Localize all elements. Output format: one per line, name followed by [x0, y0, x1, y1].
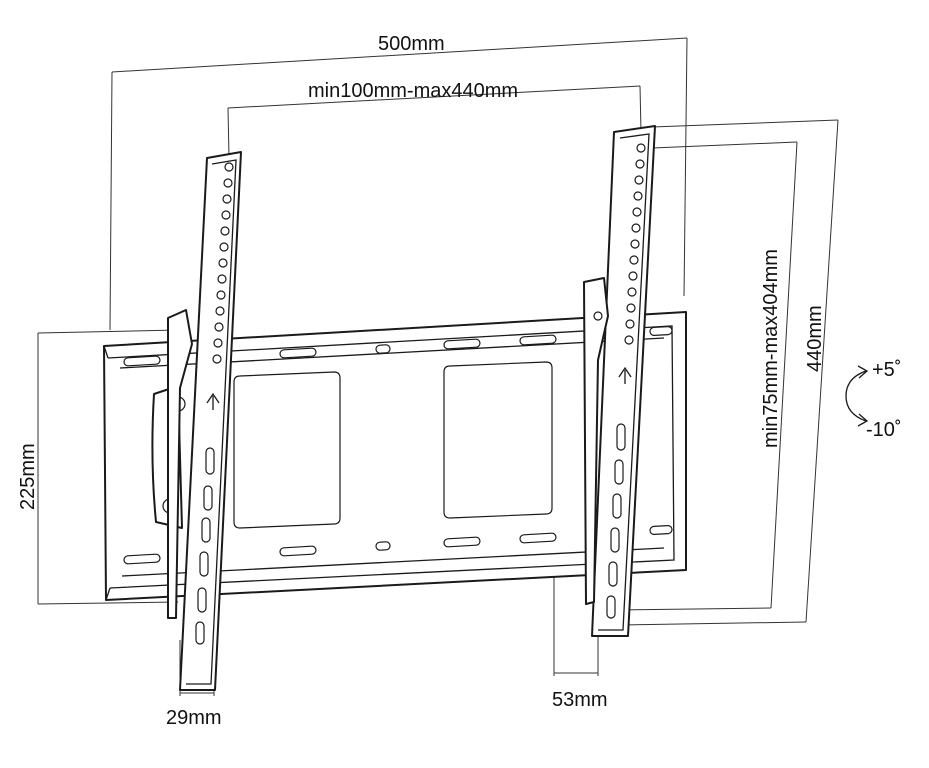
overall-width-label: 500mm — [378, 33, 445, 55]
tilt-down-label: -10˚ — [866, 419, 902, 441]
right-arm-holes — [624, 143, 646, 345]
dimension-lines — [37, 37, 839, 696]
tilt-arc-icon — [845, 370, 867, 422]
wall-profile-label: 53mm — [552, 689, 608, 711]
wall-plate-lower-slots — [123, 524, 673, 565]
left-arm — [167, 151, 242, 691]
vesa-horizontal-label: min100mm-max440mm — [308, 80, 518, 102]
bolt-right — [593, 311, 603, 321]
wall-plate-cutout-left — [233, 371, 341, 529]
wall-plate-cutout-right — [443, 361, 553, 519]
tilt-up-label: +5˚ — [872, 359, 901, 381]
arm-width-label: 29mm — [166, 707, 222, 729]
right-arm-slots — [606, 423, 626, 619]
wall-plate-upper-slots — [123, 325, 673, 367]
wall-plate-height-label: 225mm — [17, 443, 39, 510]
left-arm-holes — [212, 162, 234, 364]
up-arrow-icon — [206, 392, 220, 410]
right-arm — [583, 125, 656, 637]
overall-height-label: 440mm — [804, 305, 826, 372]
left-arm-slots — [195, 447, 215, 645]
up-arrow-icon — [618, 366, 632, 384]
tilt-indicator: +5˚ -10˚ — [845, 359, 902, 441]
vesa-vertical-label: min75mm-max404mm — [760, 249, 782, 448]
